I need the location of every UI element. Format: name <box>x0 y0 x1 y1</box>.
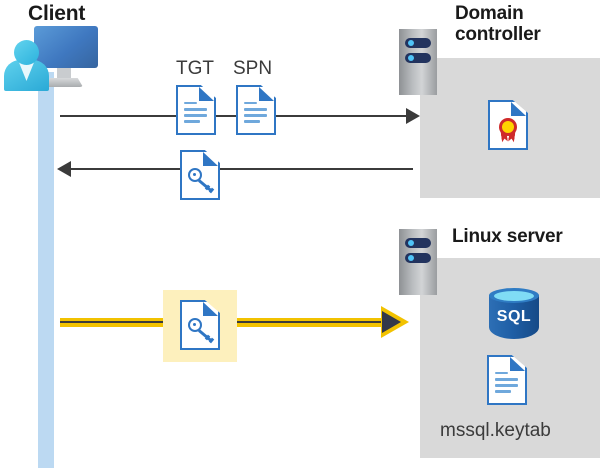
document-line <box>184 114 207 117</box>
document-page <box>180 150 220 200</box>
document-line <box>244 114 267 117</box>
document-line <box>495 378 518 381</box>
monitor-base <box>45 78 83 87</box>
person-head <box>14 40 39 65</box>
kerberos-flow-arrowhead-inner <box>382 311 401 333</box>
sql-database-icon: SQL <box>489 288 539 344</box>
document-line <box>184 102 197 104</box>
sql-label: SQL <box>496 308 532 325</box>
server-rack-icon <box>399 29 437 95</box>
rack-slot <box>405 253 431 263</box>
document-line <box>184 108 207 111</box>
document-line <box>244 108 267 111</box>
response-flow-arrowhead <box>57 161 71 177</box>
certificate-seal <box>499 118 517 136</box>
document-line <box>244 102 257 104</box>
key-ring <box>188 168 202 182</box>
kerberos-flow-line <box>233 318 383 327</box>
response-flow-line <box>63 168 413 170</box>
key-glyph <box>188 318 215 344</box>
rack-led <box>408 55 414 61</box>
key-document-icon <box>180 300 220 350</box>
rack-slot <box>405 53 431 63</box>
key-document-icon <box>180 150 220 200</box>
spn-label: SPN <box>233 58 273 79</box>
user-computer-icon <box>4 26 100 98</box>
server-rack-icon <box>399 229 437 295</box>
monitor-screen <box>34 26 98 68</box>
domain-controller-title: Domain controller <box>455 3 541 46</box>
document-line <box>495 384 518 387</box>
document-line <box>184 120 200 123</box>
certificate-document-icon <box>488 100 528 150</box>
key-ring <box>188 318 202 332</box>
document-line <box>495 372 508 374</box>
tgt-label: TGT <box>176 58 214 79</box>
kerberos-flow-line <box>60 318 165 327</box>
rack-led <box>408 255 414 261</box>
keytab-filename-label: mssql.keytab <box>440 420 551 441</box>
database-top-ellipse <box>489 288 539 303</box>
document-icon <box>236 85 276 135</box>
document-line <box>495 390 511 393</box>
rack-slot <box>405 38 431 48</box>
key-glyph <box>188 168 215 194</box>
request-flow-arrowhead <box>406 108 420 124</box>
rack-slot <box>405 238 431 248</box>
client-title: Client <box>28 2 86 25</box>
document-icon <box>487 355 527 405</box>
client-lifeline <box>38 72 54 468</box>
document-icon <box>176 85 216 135</box>
document-line <box>244 120 260 123</box>
linux-server-title: Linux server <box>452 226 563 247</box>
monitor-neck <box>57 68 71 80</box>
request-flow-line <box>60 115 410 117</box>
rack-led <box>408 240 414 246</box>
database-top-inner <box>494 291 534 301</box>
rack-led <box>408 40 414 46</box>
